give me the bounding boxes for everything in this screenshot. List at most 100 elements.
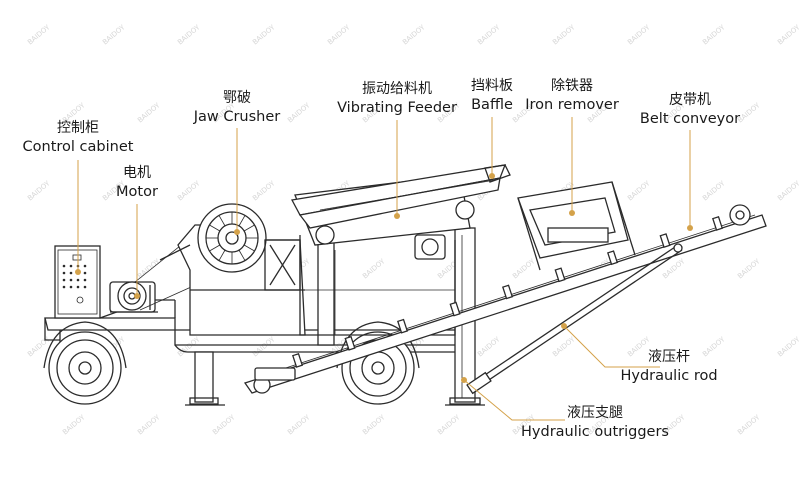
watermark: BAIDOY bbox=[61, 413, 87, 437]
conveyor-idler bbox=[659, 233, 671, 248]
label-belt-conveyor-cn: 皮带机 bbox=[669, 92, 711, 108]
watermark: BAIDOY bbox=[286, 101, 312, 125]
watermark: BAIDOY bbox=[211, 413, 237, 437]
conveyor-idler bbox=[607, 250, 619, 266]
label-iron-remover-en: Iron remover bbox=[525, 97, 619, 113]
cabinet-button bbox=[76, 285, 80, 289]
label-hydraulic-outriggers-cn: 液压支腿 bbox=[567, 405, 623, 421]
conveyor-idler bbox=[712, 215, 724, 231]
label-jaw-crusher-en: Jaw Crusher bbox=[193, 109, 281, 125]
cabinet-button bbox=[69, 285, 73, 289]
watermark: BAIDOY bbox=[736, 257, 762, 281]
leader-dot-iron-remover bbox=[569, 210, 575, 216]
flywheel-spoke bbox=[218, 249, 226, 261]
conveyor-idlers bbox=[292, 215, 724, 368]
label-control-cabinet: 控制柜 Control cabinet bbox=[18, 119, 138, 157]
flywheel-spoke bbox=[209, 244, 221, 252]
label-belt-conveyor: 皮带机 Belt conveyor bbox=[635, 91, 745, 129]
watermark: BAIDOY bbox=[136, 413, 162, 437]
leader-dot-baffle bbox=[489, 173, 495, 179]
cabinet-button bbox=[62, 285, 66, 289]
watermark: BAIDOY bbox=[701, 179, 727, 203]
watermark: BAIDOY bbox=[136, 101, 162, 125]
watermark: BAIDOY bbox=[511, 257, 537, 281]
watermark: BAIDOY bbox=[401, 23, 427, 47]
watermark: BAIDOY bbox=[251, 23, 277, 47]
label-baffle-cn: 挡料板 bbox=[471, 78, 513, 94]
label-motor: 电机 Motor bbox=[102, 164, 172, 202]
watermark: BAIDOY bbox=[626, 179, 652, 203]
cabinet-button bbox=[62, 278, 66, 282]
machine-drawing bbox=[43, 164, 767, 406]
flywheel-spoke bbox=[238, 249, 246, 261]
flywheel-spoke bbox=[209, 224, 221, 232]
leader-dot-jaw-crusher bbox=[234, 229, 240, 235]
flywheel-spokes bbox=[206, 212, 258, 264]
flywheel-spoke bbox=[243, 224, 255, 232]
label-motor-en: Motor bbox=[116, 184, 158, 200]
watermark: BAIDOY bbox=[626, 23, 652, 47]
watermark: BAIDOY bbox=[101, 23, 127, 47]
label-jaw-crusher-cn: 鄂破 bbox=[223, 90, 251, 106]
leader-dot-belt-conveyor bbox=[687, 225, 693, 231]
wheel-front bbox=[43, 321, 127, 405]
watermark: BAIDOY bbox=[476, 335, 502, 359]
watermark: BAIDOY bbox=[776, 23, 800, 47]
conveyor-idler bbox=[502, 284, 514, 300]
watermark: BAIDOY bbox=[251, 179, 277, 203]
baffle bbox=[484, 164, 511, 183]
watermark: BAIDOY bbox=[26, 335, 52, 359]
label-motor-cn: 电机 bbox=[123, 165, 151, 181]
label-hydraulic-rod-en: Hydraulic rod bbox=[620, 368, 718, 384]
label-hydraulic-outriggers: 液压支腿 Hydraulic outriggers bbox=[520, 404, 670, 442]
watermark: BAIDOY bbox=[326, 23, 352, 47]
watermark: BAIDOY bbox=[776, 335, 800, 359]
label-iron-remover-cn: 除铁器 bbox=[551, 78, 593, 94]
cabinet-button bbox=[83, 278, 87, 282]
conveyor-idler bbox=[397, 318, 409, 334]
label-baffle-en: Baffle bbox=[471, 97, 513, 113]
leader-dot-control-cabinet bbox=[75, 269, 81, 275]
leader-lines bbox=[75, 117, 693, 421]
watermark: BAIDOY bbox=[251, 335, 277, 359]
iron-remover bbox=[517, 181, 636, 271]
cabinet-button bbox=[69, 264, 73, 268]
watermark: BAIDOY bbox=[286, 413, 312, 437]
label-hydraulic-rod: 液压杆 Hydraulic rod bbox=[614, 348, 724, 386]
watermark: BAIDOY bbox=[176, 23, 202, 47]
cabinet-button bbox=[62, 271, 66, 275]
label-hydraulic-outriggers-en: Hydraulic outriggers bbox=[521, 424, 669, 440]
cabinet-button bbox=[69, 278, 73, 282]
label-control-cabinet-en: Control cabinet bbox=[22, 139, 134, 155]
jaw-crusher bbox=[159, 203, 306, 336]
label-belt-conveyor-en: Belt conveyor bbox=[639, 111, 741, 127]
flywheel-spoke bbox=[218, 215, 226, 227]
watermark: BAIDOY bbox=[701, 23, 727, 47]
conveyor-idler bbox=[344, 335, 356, 351]
watermark: BAIDOY bbox=[436, 413, 462, 437]
cabinet-button bbox=[83, 285, 87, 289]
cabinet-button bbox=[62, 264, 66, 268]
cabinet-button bbox=[83, 271, 87, 275]
conveyor-idler bbox=[554, 267, 566, 283]
cabinet-button bbox=[76, 278, 80, 282]
watermark: BAIDOY bbox=[361, 257, 387, 281]
watermark: BAIDOY bbox=[26, 179, 52, 203]
watermark: BAIDOY bbox=[361, 413, 387, 437]
conveyor-idler bbox=[449, 301, 461, 317]
motor bbox=[109, 281, 158, 313]
leader-dot-motor bbox=[134, 293, 140, 299]
leader-dot-hydraulic-outriggers bbox=[461, 377, 467, 383]
watermark: BAIDOY bbox=[26, 23, 52, 47]
watermark: BAIDOY bbox=[176, 179, 202, 203]
watermark: BAIDOY bbox=[551, 335, 577, 359]
label-hydraulic-rod-cn: 液压杆 bbox=[648, 349, 690, 365]
watermark: BAIDOY bbox=[661, 257, 687, 281]
label-vibrating-feeder-en: Vibrating Feeder bbox=[337, 100, 457, 116]
leader-dot-vibrating-feeder bbox=[394, 213, 400, 219]
label-vibrating-feeder-cn: 振动给料机 bbox=[362, 81, 432, 97]
watermark: BAIDOY bbox=[551, 23, 577, 47]
label-jaw-crusher: 鄂破 Jaw Crusher bbox=[187, 89, 287, 127]
flywheel-spoke bbox=[243, 244, 255, 252]
